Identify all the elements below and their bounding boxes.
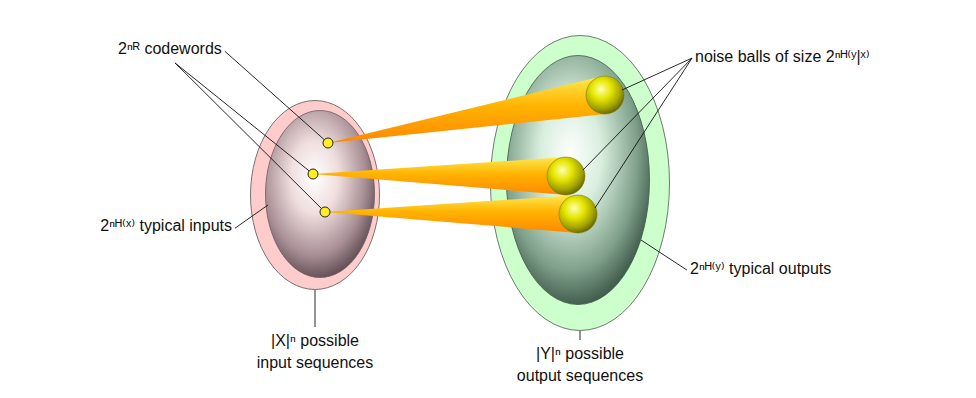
ellipse-shape <box>507 56 650 305</box>
channel-cone <box>325 195 578 233</box>
codeword-dot <box>323 138 333 148</box>
typical-output-ellipse: 2ⁿᴴ⁽ʸ⁾ typical outputs <box>506 55 650 305</box>
leader-line <box>595 58 692 208</box>
codewords-label: 2ⁿᴿ codewords <box>118 38 222 60</box>
cones <box>313 76 608 233</box>
codeword-dot <box>320 207 330 217</box>
leader-line <box>622 58 692 90</box>
noise-ball <box>559 195 597 233</box>
leader-line <box>235 205 268 228</box>
leader-line <box>225 51 324 139</box>
codeword-dot <box>308 169 318 179</box>
noise-ball <box>586 76 624 114</box>
node-label: 2ⁿᴴ⁽ʸ⁾ typical outputs <box>690 258 831 280</box>
noise-ball-label: noise balls of size 2ⁿᴴ⁽ʸ|ˣ⁾ <box>695 46 870 68</box>
noise-ball <box>547 157 585 195</box>
node-label: 2ⁿᴴ⁽ˣ⁾ typical inputs <box>100 215 232 237</box>
output-space-ellipse: 2ⁿᴴ⁽ʸ⁾ typical outputs|Y|ⁿ possible outp… <box>490 35 670 331</box>
leader-line <box>175 63 321 208</box>
channel-cone <box>313 157 566 195</box>
leader-line <box>580 331 581 340</box>
ellipse-shape <box>251 101 380 290</box>
ellipse-outline <box>265 110 375 278</box>
leader-line <box>315 290 316 327</box>
channel-cone <box>328 76 608 143</box>
ellipse-shape <box>491 36 670 331</box>
codeword-dots <box>308 138 333 217</box>
ellipse-outline <box>506 55 650 305</box>
node-label: |X|ⁿ possible input sequences <box>253 330 377 374</box>
leader-line <box>583 58 692 170</box>
ellipse-shape <box>266 111 375 278</box>
noise-balls <box>547 76 624 233</box>
node-label: |Y|ⁿ possible output sequences <box>514 343 646 387</box>
leader-line <box>175 63 309 171</box>
typical-input-ellipse: 2ⁿᴴ⁽ˣ⁾ typical inputs <box>265 110 375 278</box>
leader-line <box>641 240 687 270</box>
input-space-ellipse: 2ⁿᴴ⁽ˣ⁾ typical inputs|X|ⁿ possible input… <box>250 100 380 290</box>
